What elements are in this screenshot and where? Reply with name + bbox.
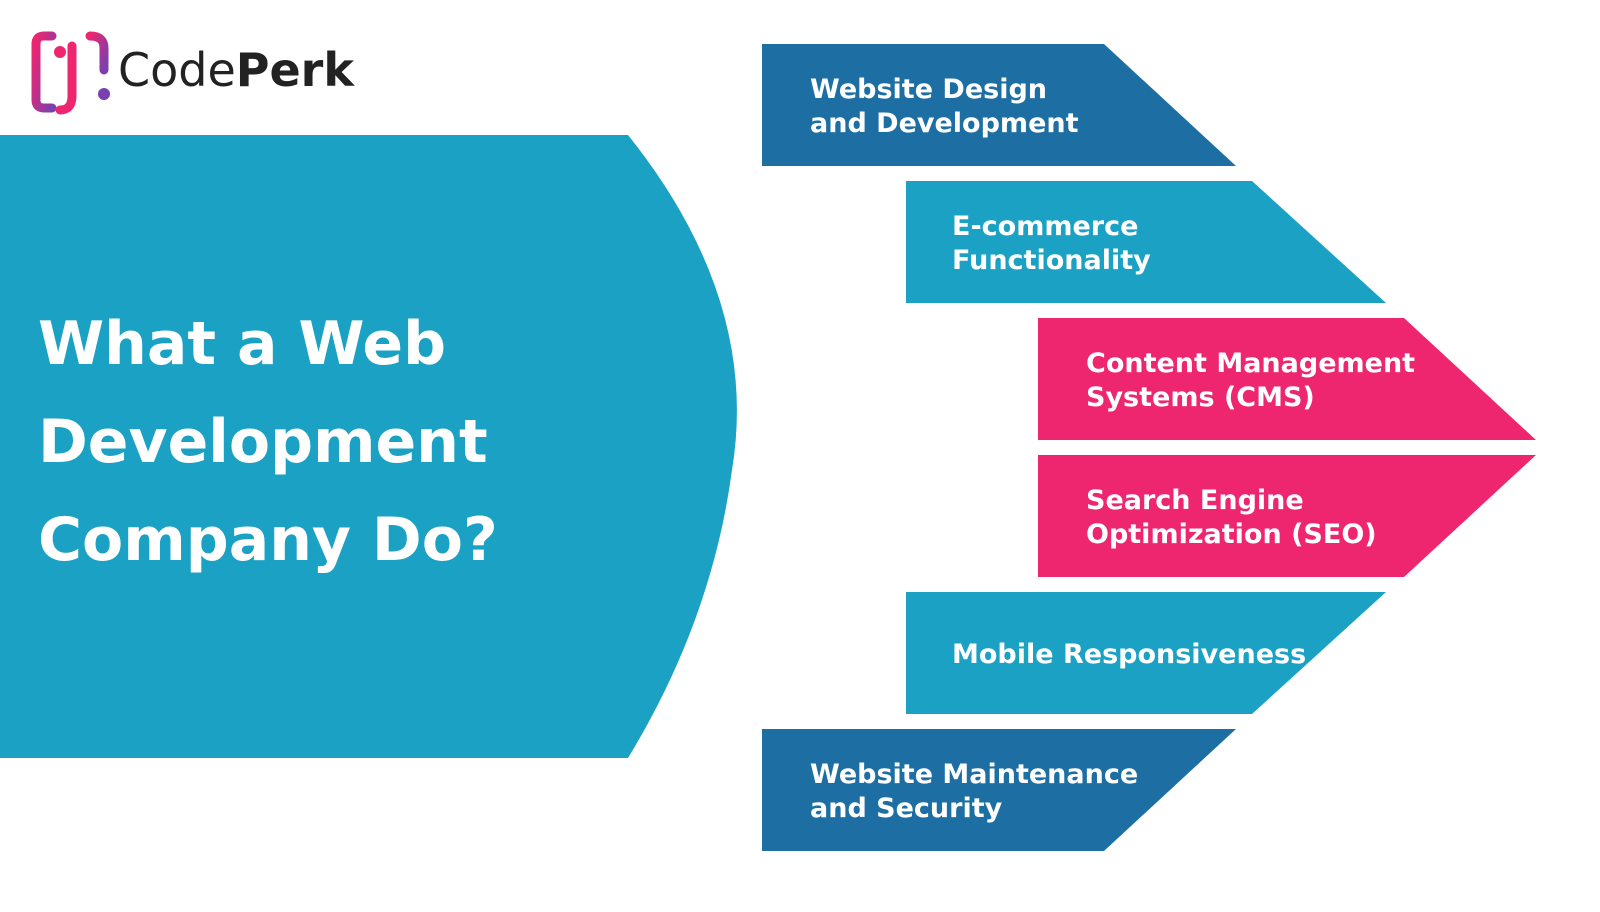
headline-panel [0, 135, 737, 758]
codeperk-logo-icon [31, 31, 110, 115]
headline-line-2: Development [38, 407, 488, 477]
service-label: Content Management [1086, 348, 1415, 379]
service-label: Functionality [952, 245, 1151, 276]
service-label: Website Design [810, 74, 1047, 105]
service-label: Mobile Responsiveness [952, 639, 1306, 670]
service-arrow-shape [1038, 318, 1536, 440]
headline-line-3: Company Do? [38, 505, 498, 575]
headline-line-1: What a Web [38, 309, 446, 379]
service-arrow-shape [762, 729, 1236, 851]
service-arrow-shape [906, 181, 1386, 303]
logo: CodePerk [31, 31, 355, 115]
service-label: Systems (CMS) [1086, 382, 1315, 413]
service-arrow-shape [1038, 455, 1536, 577]
service-label: and Development [810, 108, 1079, 139]
service-label: and Security [810, 793, 1003, 824]
logo-text-bold: Perk [236, 43, 356, 97]
logo-text-light: Code [118, 43, 236, 97]
headline: What a Web Development Company Do? [38, 309, 498, 575]
service-label: Website Maintenance [810, 759, 1138, 790]
service-arrow-shape [762, 44, 1236, 166]
service-label: Optimization (SEO) [1086, 519, 1377, 550]
service-arrow-shape [906, 592, 1386, 714]
service-label: Search Engine [1086, 485, 1304, 516]
logo-wordmark: CodePerk [118, 43, 355, 97]
service-label: E-commerce [952, 211, 1138, 242]
